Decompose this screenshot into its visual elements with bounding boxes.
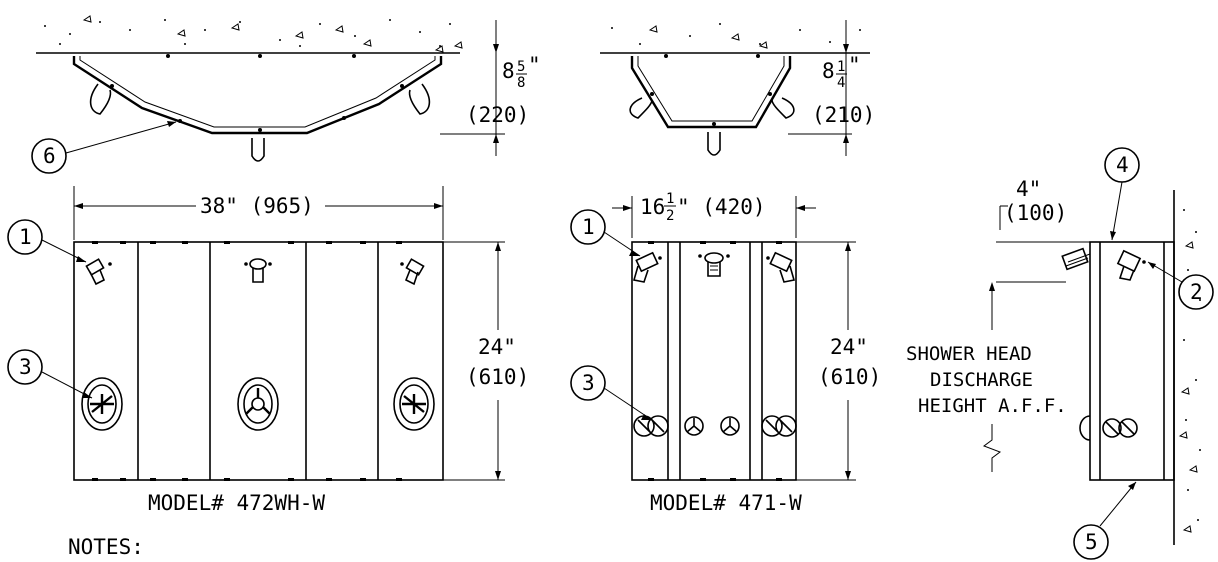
depth-denominator: 8 (517, 75, 525, 91)
callout-1: 1 (7, 219, 87, 263)
offset-in: 4" (1016, 177, 1041, 201)
shower-head-center (707, 132, 721, 156)
break-line (982, 424, 1002, 472)
shower-head-right (771, 97, 795, 119)
valve-handle-icon (81, 377, 123, 431)
cabinet-side (1089, 241, 1175, 481)
panel-outline (631, 241, 797, 481)
svg-text:1: 1 (19, 225, 32, 249)
svg-text:6: 6 (43, 144, 56, 168)
callout-5: 5 (1073, 481, 1137, 560)
height-mm: (610) (818, 365, 881, 389)
concrete-hatch (44, 19, 451, 47)
depth-mm: (220) (466, 103, 529, 127)
offset-mm: (100) (1004, 201, 1067, 225)
svg-text:5: 5 (1085, 530, 1098, 554)
callout-2: 2 (1147, 261, 1214, 310)
shower-head-icon (698, 252, 730, 277)
depth-mm: (210) (812, 103, 875, 127)
height-mm: (610) (466, 365, 529, 389)
cabinet-outline (72, 56, 443, 135)
depth-whole: 8 (502, 59, 515, 83)
depth-numerator: 1 (837, 59, 845, 75)
valve-handles (1079, 415, 1138, 441)
depth-inch-mark: " (848, 53, 861, 77)
shower-head-icon (766, 251, 796, 283)
shower-head-right (408, 83, 431, 115)
svg-text:2: 2 (1190, 280, 1203, 304)
note-line-2: DISCHARGE (930, 369, 1033, 391)
plan-view-471: 8 1 4 " (210) (600, 20, 875, 156)
svg-text:3: 3 (19, 355, 32, 379)
shower-head-icon (632, 251, 662, 283)
width-whole: 16 (640, 195, 665, 219)
width-rest: " (420) (677, 195, 766, 219)
shower-head-left (89, 83, 112, 115)
valve-handles (633, 415, 797, 437)
shower-head-icon (85, 258, 112, 286)
depth-numerator: 5 (517, 59, 525, 75)
width-denominator: 2 (666, 208, 674, 224)
height-in: 24" (478, 335, 516, 359)
callout-1b: 1 (570, 209, 641, 257)
callout-6: 6 (31, 121, 177, 174)
elevation-472: 38" (965) (73, 186, 529, 515)
panel-outline (73, 241, 444, 481)
shower-head-center (251, 138, 265, 162)
model-caption: MODEL# 472WH-W (148, 491, 325, 515)
elevation-471: 16 1 2 " (420) (612, 191, 881, 515)
depth-inch-mark: " (528, 53, 541, 77)
cabinet-outline (630, 56, 792, 129)
width-label: 38" (965) (200, 194, 314, 218)
shower-head-icon (1116, 249, 1146, 281)
height-in: 24" (830, 335, 868, 359)
note-line-1: SHOWER HEAD (906, 343, 1032, 365)
model-caption: MODEL# 471-W (650, 491, 802, 515)
note-line-3: HEIGHT A.F.F. (918, 395, 1067, 417)
callout-3: 3 (7, 349, 93, 399)
depth-whole: 8 (822, 59, 835, 83)
svg-text:1: 1 (582, 215, 595, 239)
shower-head-left (629, 97, 653, 119)
valve-handle-icon (237, 377, 279, 431)
shower-head-icon (244, 258, 272, 283)
concrete-aggregate (82, 15, 463, 53)
depth-denominator: 4 (837, 75, 845, 91)
shower-head-icon (1061, 247, 1091, 271)
plan-view-472: 8 5 8 " (220) (36, 15, 541, 162)
svg-text:3: 3 (582, 371, 595, 395)
callout-4: 4 (1104, 147, 1140, 241)
notes-heading: NOTES: (68, 535, 144, 559)
callout-3b: 3 (570, 365, 653, 421)
cabinet-inner (79, 56, 436, 128)
svg-text:4: 4 (1116, 153, 1129, 177)
shower-head-icon (400, 258, 425, 286)
width-numerator: 1 (666, 191, 674, 207)
valve-handle-icon (393, 377, 435, 431)
side-view: 4" (100) SHOWER HEAD DISCHARGE HEIGHT A.… (906, 177, 1201, 545)
fasteners (92, 241, 402, 481)
